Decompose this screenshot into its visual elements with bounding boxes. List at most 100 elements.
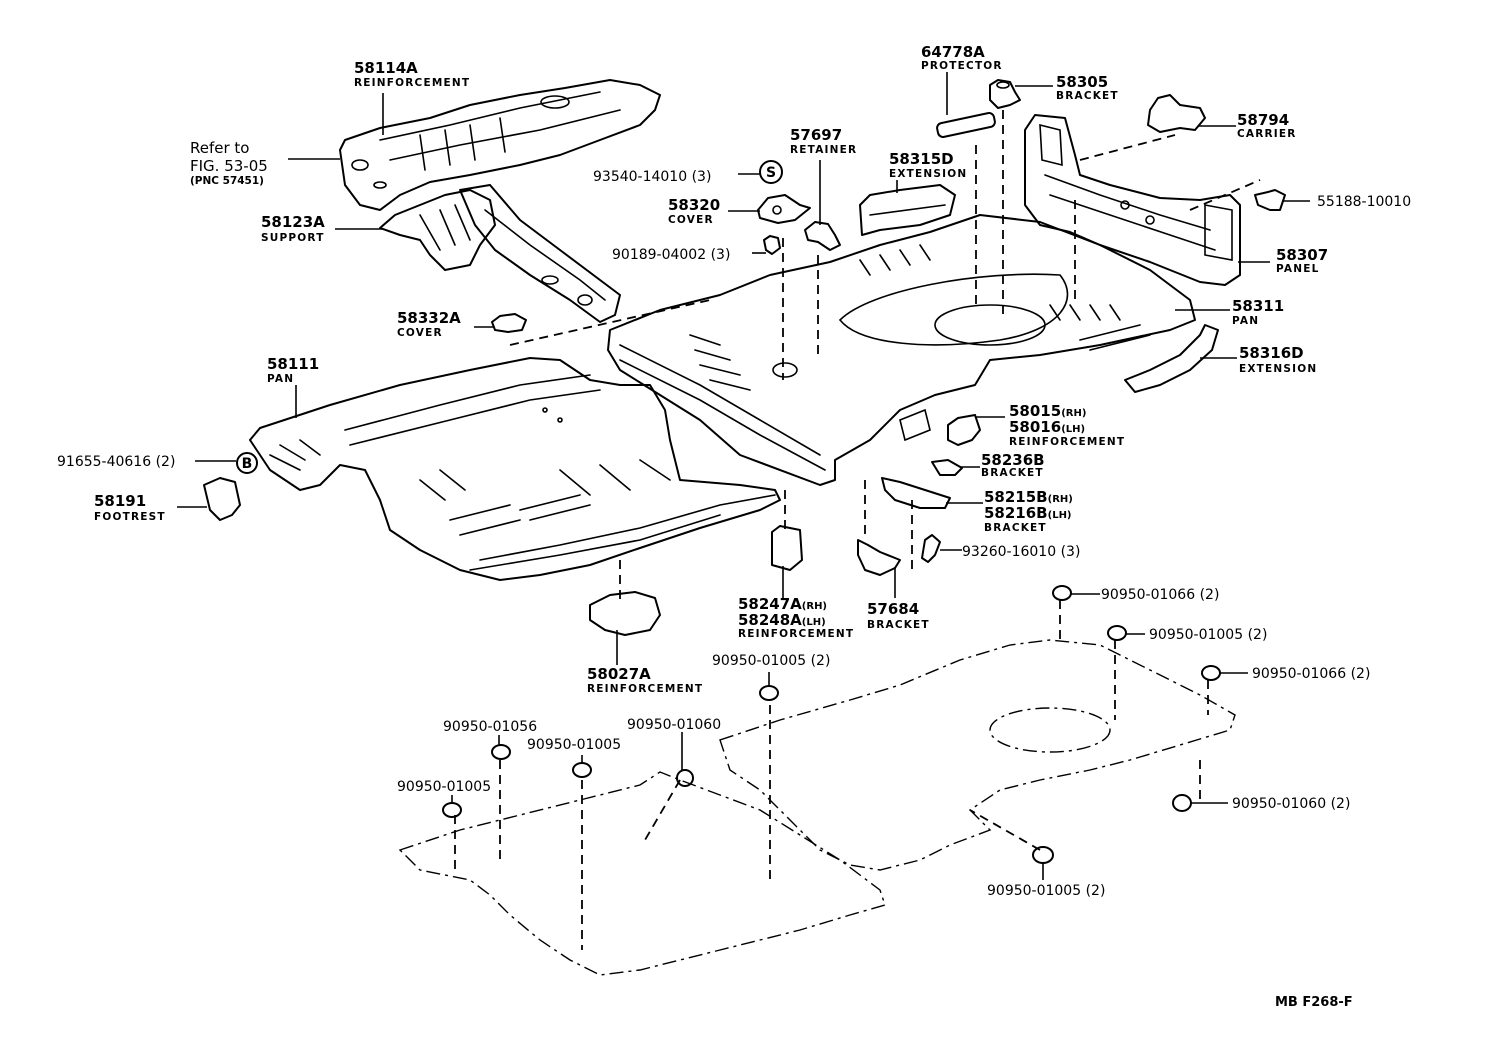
bolt-93260-drawing[interactable] [921, 534, 941, 563]
callout-58016-part-no[interactable]: 58016 [1009, 418, 1061, 436]
callout-58316d-part-no[interactable]: 58316D [1239, 344, 1304, 362]
callout-plug-01060-b[interactable]: 90950-01060 [627, 717, 721, 733]
callout-93540-part-no[interactable]: 93540-14010 (3) [593, 169, 711, 185]
callout-58316d-name: EXTENSION [1239, 363, 1317, 375]
bracket-58236b-drawing[interactable] [931, 459, 963, 476]
plug-90950-01060-a[interactable] [1172, 794, 1192, 812]
reinforcement-58247a-drawing[interactable] [771, 525, 803, 571]
callout-58247a-rh[interactable]: 58247A(RH) [738, 595, 827, 613]
callout-58315d-part-no[interactable]: 58315D [889, 150, 954, 168]
callout-58027a-name: REINFORCEMENT [587, 683, 703, 695]
reference-label-line2[interactable]: FIG. 53-05 [190, 157, 268, 175]
callout-58114a-part-no[interactable]: 58114A [354, 59, 418, 77]
callout-58016-lh-suffix: (LH) [1061, 424, 1085, 435]
rear-floor-pan-58311-drawing[interactable] [607, 214, 1196, 486]
callout-58114a-name: REINFORCEMENT [354, 77, 470, 89]
callout-58215b-rh[interactable]: 58215B(RH) [984, 488, 1073, 506]
reinforcement-58027a-drawing[interactable] [589, 591, 661, 636]
protector-64778a-drawing[interactable] [936, 112, 996, 138]
callout-plug-01056[interactable]: 90950-01056 [443, 719, 537, 735]
callout-58123a-part-no[interactable]: 58123A [261, 213, 325, 231]
callout-57697-part-no[interactable]: 57697 [790, 126, 842, 144]
callout-58332a-part-no[interactable]: 58332A [397, 309, 461, 327]
callout-58216b-lh[interactable]: 58216B(LH) [984, 504, 1072, 522]
b-bolt-symbol: B [236, 452, 258, 474]
bracket-58305-drawing[interactable] [989, 79, 1021, 109]
callout-58311-part-no[interactable]: 58311 [1232, 297, 1284, 315]
callout-plug-01060-a[interactable]: 90950-01060 (2) [1232, 796, 1350, 812]
plug-90950-01066-a[interactable] [1052, 585, 1072, 601]
callout-64778a-part-no[interactable]: 64778A [921, 43, 985, 61]
callout-58794-part-no[interactable]: 58794 [1237, 111, 1289, 129]
front-floor-pan-58111-drawing[interactable] [249, 357, 781, 581]
extension-58315d-drawing[interactable] [859, 184, 956, 236]
plug-90950-01005-a[interactable] [1107, 625, 1127, 641]
callout-58236b-name: BRACKET [981, 467, 1044, 479]
extension-58316d-drawing[interactable] [1124, 324, 1219, 393]
callout-58015-rh[interactable]: 58015(RH) [1009, 402, 1086, 420]
panel-58307-drawing[interactable] [1024, 114, 1241, 286]
callout-plug-01005-a[interactable]: 90950-01005 (2) [1149, 627, 1267, 643]
side-member-drawing [459, 184, 621, 323]
plug-90950-01005-c[interactable] [759, 685, 779, 701]
bracket-58215b-drawing[interactable] [881, 477, 951, 509]
callout-58015-part-no[interactable]: 58015 [1009, 402, 1061, 420]
callout-90189-part-no[interactable]: 90189-04002 (3) [612, 247, 730, 263]
plug-90950-01056[interactable] [491, 744, 511, 760]
callout-58794-name: CARRIER [1237, 128, 1297, 140]
callout-58307-name: PANEL [1276, 263, 1320, 275]
callout-58216b-part-no[interactable]: 58216B [984, 504, 1048, 522]
lower-floor-silencer-outline [398, 639, 1236, 976]
cover-58320-drawing[interactable] [757, 194, 811, 224]
support-58123a-drawing[interactable] [379, 189, 496, 271]
callout-58307-part-no[interactable]: 58307 [1276, 246, 1328, 264]
figure-code: MB F268-F [1275, 995, 1353, 1010]
reinforcement-58015-drawing[interactable] [947, 414, 981, 446]
callout-58320-part-no[interactable]: 58320 [668, 196, 720, 214]
callout-plug-01005-c[interactable]: 90950-01005 (2) [712, 653, 830, 669]
reinforcement-58114a-drawing[interactable] [339, 79, 661, 211]
plug-90950-01005-b[interactable] [1032, 846, 1054, 864]
cover-58332a-drawing[interactable] [491, 313, 527, 333]
footrest-58191-drawing[interactable] [203, 477, 241, 521]
callout-plug-01005-e[interactable]: 90950-01005 [397, 779, 491, 795]
s-clip-symbol: S [759, 160, 783, 184]
callout-93260-part-no[interactable]: 93260-16010 (3) [962, 544, 1080, 560]
callout-64778a-name: PROTECTOR [921, 60, 1003, 72]
callout-58215b-name: BRACKET [984, 522, 1047, 534]
plug-90950-01066-b[interactable] [1201, 665, 1221, 681]
callout-58248a-lh[interactable]: 58248A(LH) [738, 611, 826, 629]
callout-58111-part-no[interactable]: 58111 [267, 355, 319, 373]
callout-plug-01066-a[interactable]: 90950-01066 (2) [1101, 587, 1219, 603]
grommet-90189-drawing[interactable] [763, 235, 781, 255]
callout-57697-name: RETAINER [790, 144, 857, 156]
callout-58248a-part-no[interactable]: 58248A [738, 611, 802, 629]
callout-58247a-rh-suffix: (RH) [802, 601, 827, 612]
callout-57684-part-no[interactable]: 57684 [867, 600, 919, 618]
retainer-57697-drawing[interactable] [804, 221, 841, 251]
callout-58191-part-no[interactable]: 58191 [94, 492, 146, 510]
plug-90950-01005-e[interactable] [442, 802, 462, 818]
callout-58305-part-no[interactable]: 58305 [1056, 73, 1108, 91]
reference-label-line1: Refer to [190, 139, 249, 157]
callout-58236b-part-no[interactable]: 58236B [981, 451, 1045, 469]
callout-58027a-part-no[interactable]: 58027A [587, 665, 651, 683]
callout-58016-lh[interactable]: 58016(LH) [1009, 418, 1085, 436]
callout-plug-01066-b[interactable]: 90950-01066 (2) [1252, 666, 1370, 682]
assembly-lines [454, 110, 1261, 950]
plug-90950-01005-d[interactable] [572, 762, 592, 778]
callout-plug-01005-d[interactable]: 90950-01005 [527, 737, 621, 753]
bracket-57684-drawing[interactable] [857, 539, 901, 576]
clip-55188-drawing[interactable] [1254, 189, 1286, 211]
callout-91655-part-no[interactable]: 91655-40616 (2) [57, 454, 175, 470]
callout-plug-01005-b[interactable]: 90950-01005 (2) [987, 883, 1105, 899]
s-clip-symbol-label: S [766, 165, 776, 181]
callout-58215b-part-no[interactable]: 58215B [984, 488, 1048, 506]
carrier-58794-drawing[interactable] [1147, 94, 1206, 133]
callout-58015-name: REINFORCEMENT [1009, 436, 1125, 448]
callout-55188-part-no[interactable]: 55188-10010 [1317, 194, 1411, 210]
callout-57684-name: BRACKET [867, 619, 930, 631]
callout-58247a-part-no[interactable]: 58247A [738, 595, 802, 613]
plug-90950-01060-b[interactable] [676, 769, 694, 787]
